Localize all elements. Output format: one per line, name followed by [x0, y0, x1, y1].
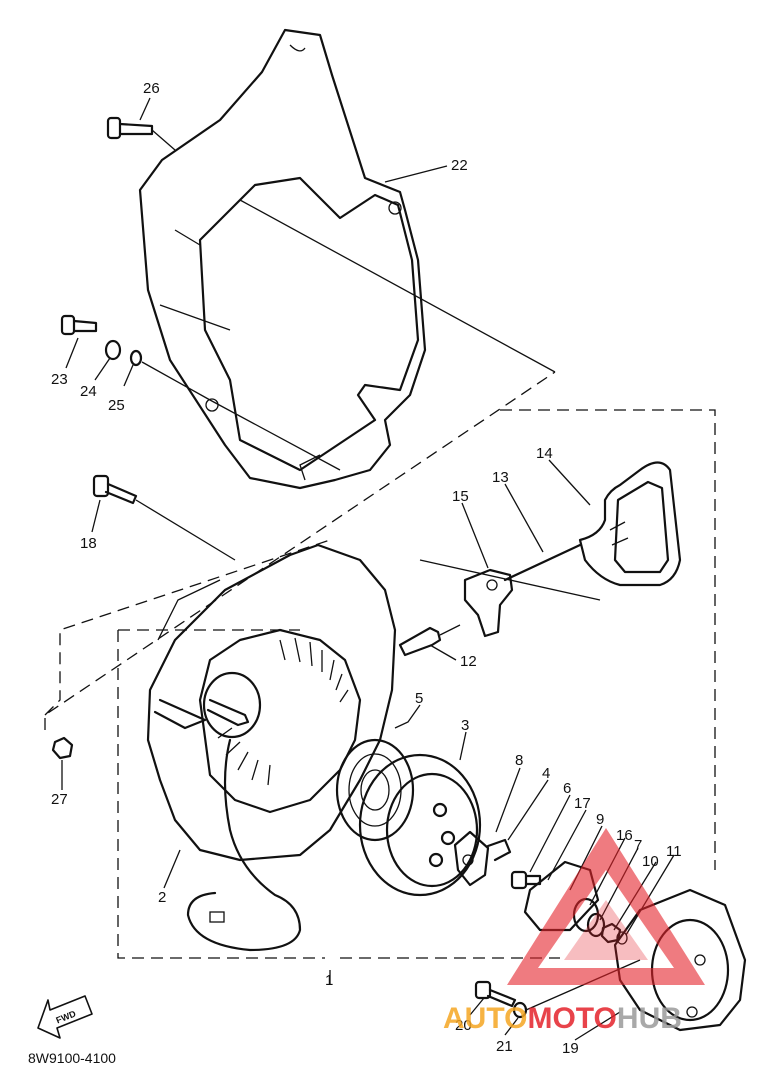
callout-14: 14 — [536, 445, 553, 462]
pawl-part-8 — [453, 830, 490, 887]
callout-18: 18 — [80, 535, 97, 552]
callout-27: 27 — [51, 791, 68, 808]
callout-15: 15 — [452, 488, 469, 505]
callout-10: 10 — [642, 853, 659, 870]
callout-4: 4 — [542, 765, 550, 782]
handle-part-14 — [578, 461, 682, 587]
bolt-part-6 — [510, 870, 542, 890]
washer-part-25 — [129, 349, 143, 367]
callout-19: 19 — [562, 1040, 579, 1057]
pawl-spring-part-4 — [486, 838, 512, 862]
shaft-part-12 — [398, 624, 461, 657]
cover-boundary-dashed — [44, 371, 556, 730]
callout-12: 12 — [460, 653, 477, 670]
callout-9: 9 — [596, 811, 604, 828]
callout-21: 21 — [496, 1038, 513, 1055]
callout-24: 24 — [80, 383, 97, 400]
callout-1: 1 — [325, 972, 333, 989]
callout-3: 3 — [461, 717, 469, 734]
spring-washer-part-11 — [616, 931, 628, 945]
callout-16: 16 — [616, 827, 633, 844]
callout-labels: 26 22 23 24 25 14 13 15 18 12 5 3 8 4 6 … — [51, 80, 682, 1057]
watermark-triangle-icon — [507, 828, 705, 985]
watermark-auto: AUTO — [443, 1002, 527, 1035]
drive-plate-part-9 — [523, 860, 600, 932]
washer-part-7 — [586, 912, 606, 938]
nut-part-27 — [51, 736, 74, 760]
callout-25: 25 — [108, 397, 125, 414]
callout-7: 7 — [634, 837, 642, 854]
diagram-code: 8W9100-4100 — [28, 1050, 116, 1066]
watermark-moto: MOTO — [527, 1002, 616, 1035]
bolt-part-20 — [474, 980, 517, 1008]
alignment-line-cover — [141, 199, 556, 471]
assembly-boundary-box — [117, 409, 716, 959]
bolt-part-18 — [92, 474, 236, 561]
callout-22: 22 — [451, 157, 468, 174]
callout-6: 6 — [563, 780, 571, 797]
callout-2: 2 — [158, 889, 166, 906]
bolt-part-26 — [106, 116, 176, 151]
fwd-label: FWD — [54, 1008, 77, 1025]
fwd-arrow-icon: FWD — [37, 995, 93, 1039]
starter-case-part-2 — [146, 543, 397, 952]
callout-5: 5 — [415, 690, 423, 707]
top-cover-part — [138, 28, 427, 490]
watermark-hub: HUB — [617, 1002, 682, 1035]
callout-17: 17 — [574, 795, 591, 812]
callout-13: 13 — [492, 469, 509, 486]
guide-bracket-part-15 — [463, 568, 514, 638]
callout-8: 8 — [515, 752, 523, 769]
callout-11: 11 — [666, 843, 682, 860]
watermark-text: AUTOMOTOHUB — [443, 1002, 682, 1035]
pulley-part-3 — [358, 753, 482, 897]
watermark-logo: AUTOMOTOHUB — [443, 828, 705, 1035]
collar-part-24 — [104, 339, 122, 361]
bolt-part-23 — [60, 314, 98, 336]
rope-part-13 — [503, 543, 582, 582]
callout-26: 26 — [143, 80, 160, 97]
callout-20: 20 — [455, 1017, 472, 1034]
callout-23: 23 — [51, 371, 68, 388]
